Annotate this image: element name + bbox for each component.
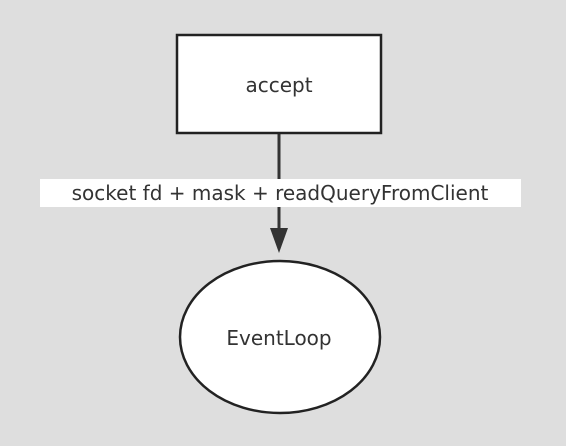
edge-label-background [40, 179, 521, 207]
edge-label: socket fd + mask + readQueryFromClient [72, 181, 489, 205]
node-eventloop-label: EventLoop [226, 326, 331, 350]
node-accept-label: accept [245, 73, 312, 97]
node-eventloop[interactable] [178, 259, 382, 415]
node-accept[interactable] [175, 33, 383, 135]
arrowhead-icon [270, 228, 288, 253]
